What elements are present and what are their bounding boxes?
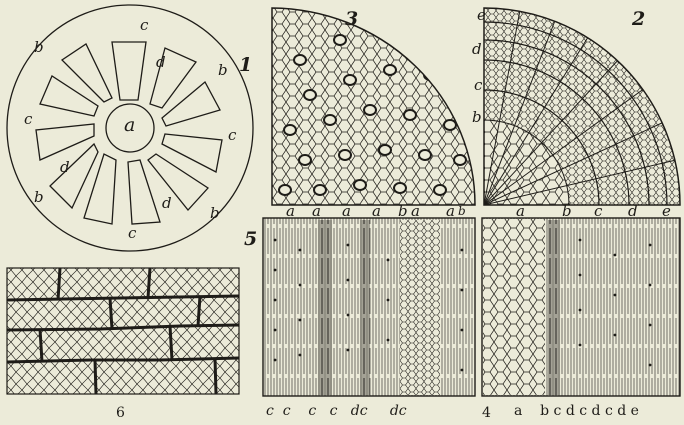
figure-number-2: 2 bbox=[632, 10, 645, 29]
figure-5-section bbox=[263, 218, 475, 396]
fig2-side-label: b bbox=[472, 110, 482, 125]
figure-6-tissue bbox=[7, 268, 239, 394]
fig3-label: b bbox=[458, 204, 466, 219]
fig3-label: a bbox=[411, 204, 420, 219]
figure-3-section bbox=[272, 8, 476, 205]
fig2-label: c bbox=[594, 204, 602, 219]
fig1-label: b bbox=[218, 63, 228, 78]
fig2-side-label: d bbox=[472, 42, 482, 57]
fig1-label: b bbox=[34, 190, 44, 205]
fig1-label: d bbox=[162, 196, 172, 211]
fig2-label: b bbox=[562, 204, 572, 219]
fig3-label: a bbox=[342, 204, 351, 219]
fig2-label: e bbox=[662, 204, 671, 219]
fig1-label: c bbox=[140, 18, 148, 33]
fig3-label: a bbox=[312, 204, 321, 219]
figure-number-3: 3 bbox=[345, 10, 358, 29]
figure-2-section bbox=[484, 8, 680, 205]
figure-number-6: 6 bbox=[116, 404, 125, 423]
fig2-side-label: c bbox=[474, 78, 482, 93]
fig1-label: d bbox=[156, 55, 166, 70]
fig1-label: b bbox=[34, 40, 44, 55]
fig2-label: d bbox=[628, 204, 638, 219]
fig1-label: c bbox=[24, 112, 32, 127]
fig2-side-label: e bbox=[477, 8, 486, 23]
fig1-label: d bbox=[60, 160, 70, 175]
figure-4-section bbox=[482, 218, 680, 396]
figure-number-5: 5 bbox=[244, 230, 257, 249]
fig3-label: a bbox=[372, 204, 381, 219]
figure-number-4: 4 bbox=[482, 404, 491, 423]
figure-number-1: 1 bbox=[239, 56, 252, 75]
fig4-labels: a b c d c d c d e bbox=[514, 404, 639, 418]
fig3-label: b bbox=[398, 204, 408, 219]
fig5-labels: c c c c dc dc bbox=[266, 404, 407, 418]
fig3-label: a bbox=[446, 204, 455, 219]
fig1-label-center: a bbox=[124, 118, 135, 133]
fig1-label: b bbox=[210, 206, 220, 221]
fig1-label: c bbox=[128, 226, 136, 241]
fig3-label: a bbox=[286, 204, 295, 219]
fig1-label: c bbox=[228, 128, 236, 143]
fig2-label: a bbox=[516, 204, 525, 219]
